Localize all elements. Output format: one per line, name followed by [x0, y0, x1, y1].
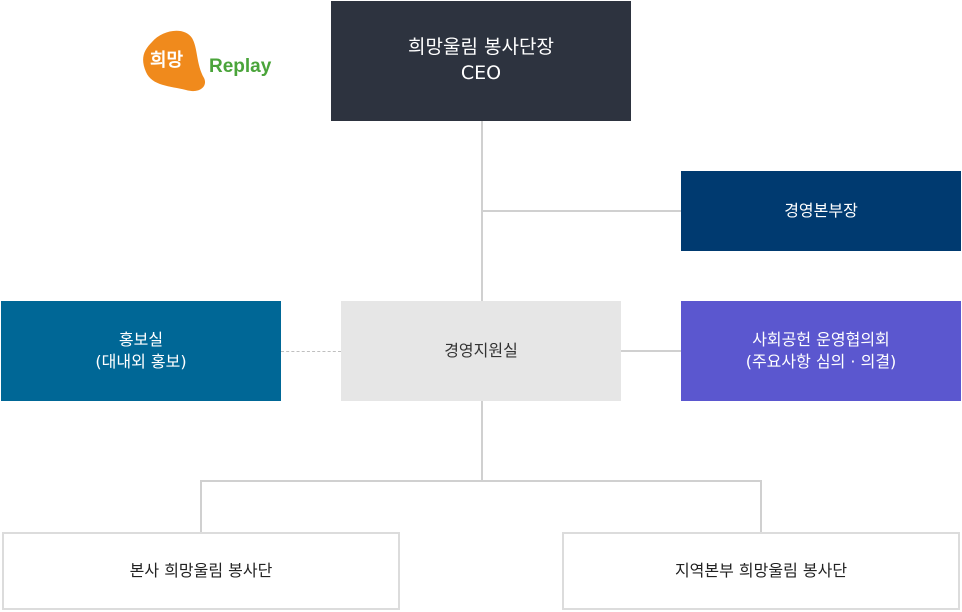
- ceo-subtitle: CEO: [460, 62, 502, 84]
- hq-team-box: 본사 희망울림 봉사단: [2, 532, 400, 610]
- connector-pr-office: [281, 351, 341, 352]
- management-support-box: 경영지원실: [341, 301, 621, 401]
- connector-bottom-horizontal: [200, 480, 762, 482]
- regional-team-box: 지역본부 희망울림 봉사단: [562, 532, 960, 610]
- logo-mark-text: 희망: [150, 50, 184, 71]
- council-title: 사회공헌 운영협의회: [752, 330, 890, 350]
- company-logo: 희망 Replay: [140, 28, 285, 96]
- logo-wordmark: Replay: [209, 56, 272, 77]
- connector-support-down: [481, 401, 483, 481]
- management-support-label: 경영지원실: [444, 341, 518, 361]
- council-subtitle: (주요사항 심의 · 의결): [745, 352, 897, 371]
- connector-hq-drop: [200, 480, 202, 532]
- connector-council: [621, 350, 681, 352]
- hq-team-label: 본사 희망울림 봉사단: [129, 561, 273, 581]
- ceo-title: 희망울림 봉사단장: [408, 36, 554, 59]
- regional-team-label: 지역본부 희망울림 봉사단: [674, 561, 848, 581]
- ceo-box: 희망울림 봉사단장 CEO: [331, 1, 631, 121]
- pr-office-title: 홍보실: [118, 330, 164, 350]
- logo-mark-icon: 희망: [143, 30, 206, 92]
- connector-regional-drop: [760, 480, 762, 532]
- management-head-label: 경영본부장: [784, 201, 858, 221]
- pr-office-box: 홍보실 (대내외 홍보): [1, 301, 281, 401]
- management-head-box: 경영본부장: [681, 171, 961, 251]
- connector-management-head: [483, 210, 681, 212]
- council-box: 사회공헌 운영협의회 (주요사항 심의 · 의결): [681, 301, 961, 401]
- pr-office-subtitle: (대내외 홍보): [95, 352, 187, 371]
- connector-ceo-vertical: [481, 121, 483, 301]
